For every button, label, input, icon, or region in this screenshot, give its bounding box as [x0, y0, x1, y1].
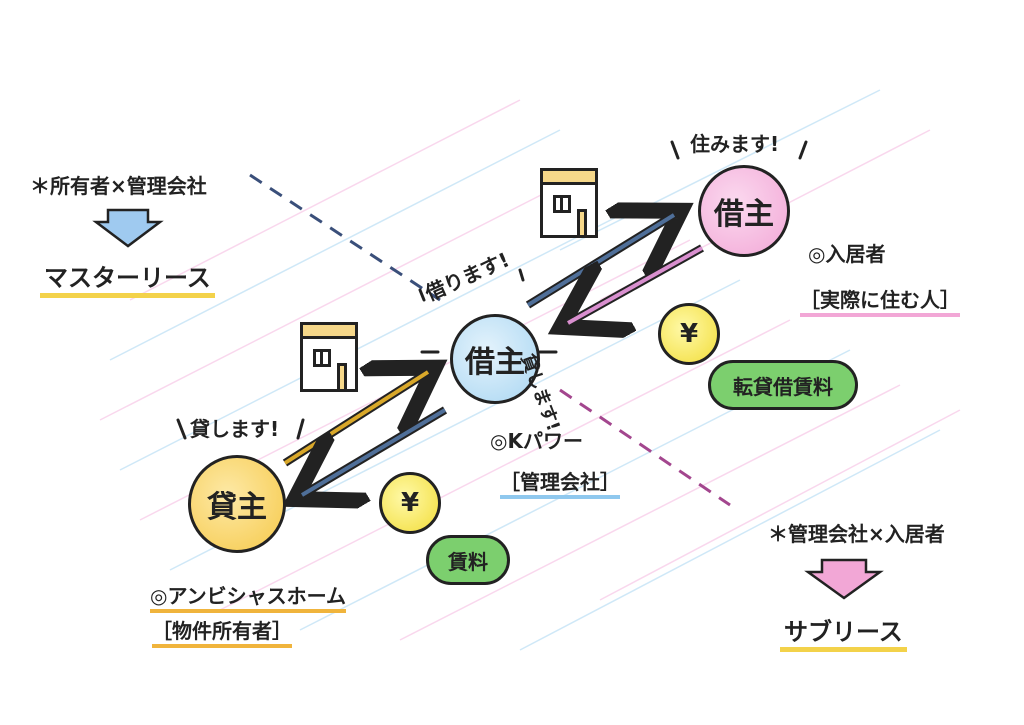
sublease-rent-label: 転貸借賃料 [733, 374, 833, 399]
center-circle: 借主 [450, 314, 540, 404]
center-role: ［管理会社］ [500, 466, 620, 499]
down-arrow-sub [804, 558, 884, 600]
landlord-name: ◎アンビシャスホーム [150, 580, 347, 613]
building-icon-top [540, 168, 598, 238]
landlord-label: 貸主 [207, 490, 267, 525]
rent-label: 賃料 [448, 549, 488, 574]
yen-coin-sublease: ¥ [658, 303, 720, 365]
center-label: 借主 [465, 345, 525, 380]
center-name: ◎Kパワー [490, 429, 583, 453]
down-arrow-master [92, 208, 164, 248]
tenant-name: ◎入居者 [808, 242, 886, 266]
sublease-rent-pill: 転貸借賃料 [708, 360, 858, 410]
building-icon-left [300, 322, 358, 392]
landlord-role: ［物件所有者］ [152, 615, 292, 648]
yen-icon: ¥ [679, 319, 699, 349]
tenant-label: 借主 [714, 197, 774, 232]
tenant-caption: 住みます! [690, 132, 780, 156]
sublease-title: サブリース [780, 612, 907, 652]
tenant-role: ［実際に住む人］ [800, 284, 960, 317]
landlord-circle: 貸主 [188, 455, 286, 553]
tenant-circle: 借主 [698, 165, 790, 257]
master-lease-title: マスターリース [40, 258, 215, 298]
divider-top-left [249, 173, 441, 302]
landlord-caption: 貸します! [190, 417, 280, 441]
yen-icon: ¥ [400, 488, 420, 518]
divider-bottom-right [559, 388, 731, 507]
yen-coin-rent: ¥ [379, 472, 441, 534]
master-note: ＊所有者×管理会社 [30, 174, 207, 198]
sublease-note: ＊管理会社×入居者 [768, 522, 945, 546]
rent-pill: 賃料 [426, 535, 510, 585]
